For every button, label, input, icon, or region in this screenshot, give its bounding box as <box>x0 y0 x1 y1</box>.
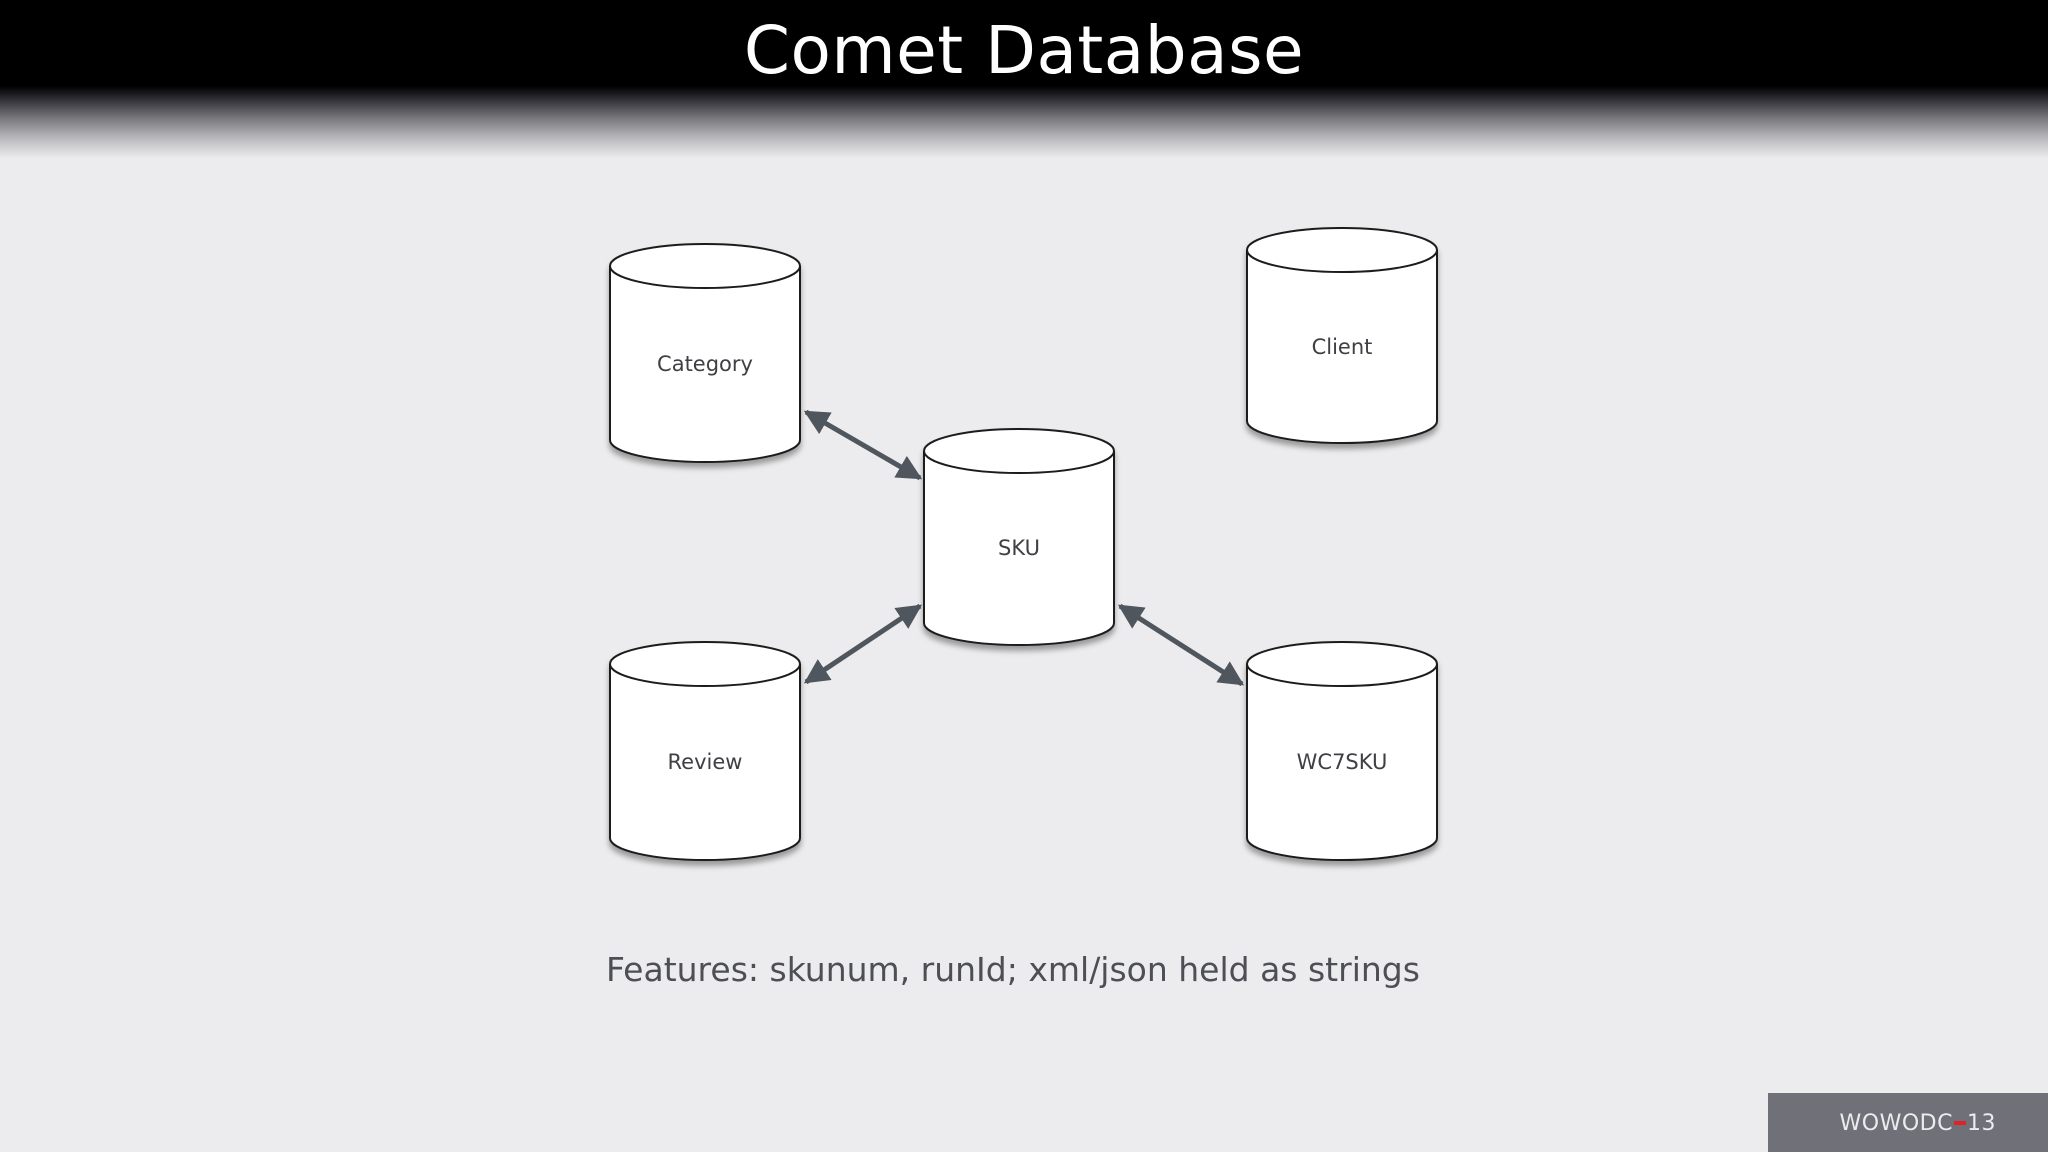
arrow-category-sku <box>803 409 923 481</box>
brand-badge: WOWODC 13 <box>1768 1093 2048 1152</box>
slide-title: Comet Database <box>743 12 1305 89</box>
brand-dash-icon <box>1954 1120 1966 1125</box>
features-caption: Features: skunum, runId; xml/json held a… <box>606 950 1420 989</box>
brand-text-right: 13 <box>1967 1111 1996 1136</box>
relation-arrows <box>803 409 1245 687</box>
database-review <box>609 641 801 861</box>
database-category <box>609 243 801 463</box>
database-client <box>1246 227 1438 444</box>
database-label-client: Client <box>1312 335 1373 359</box>
arrow-review-sku <box>803 603 923 685</box>
arrow-sku-wc7sku <box>1117 603 1245 687</box>
brand-logo: WOWODC 13 <box>1840 1111 1996 1136</box>
database-label-review: Review <box>668 750 743 774</box>
title-bar <box>0 0 2048 160</box>
database-label-wc7sku: WC7SKU <box>1297 750 1388 774</box>
database-label-category: Category <box>657 352 753 376</box>
database-sku <box>923 428 1115 646</box>
database-wc7sku <box>1246 641 1438 861</box>
database-label-sku: SKU <box>998 536 1040 560</box>
brand-text-left: WOWODC <box>1839 1111 1953 1136</box>
